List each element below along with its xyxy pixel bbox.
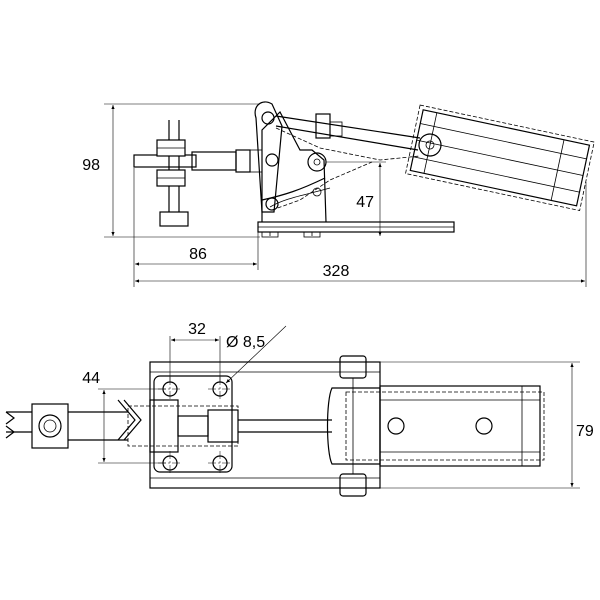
dimension-base-to-pivot: 47: [326, 161, 386, 236]
dimension-hole-spacing-y: 44: [82, 370, 166, 464]
cylinder-top: [326, 355, 545, 497]
dim-label-32: 32: [188, 321, 206, 338]
dim-label-hole-diameter: Ø 8,5: [226, 334, 265, 351]
top-view: 32 Ø 8,5 44 79: [5, 321, 594, 497]
pneumatic-cylinder: [405, 104, 595, 212]
dimension-height-total: 98: [82, 103, 260, 238]
dim-label-328: 328: [323, 263, 350, 280]
base-plate-top: [149, 361, 381, 489]
spindle-head-top: [5, 399, 142, 449]
clamp-arm: [191, 101, 283, 213]
dimension-length-total: 328: [135, 182, 587, 287]
dim-label-98: 98: [82, 157, 100, 174]
spindle: [133, 120, 197, 227]
mounting-plate: [153, 375, 233, 475]
dim-label-47: 47: [356, 194, 374, 211]
piston-rod: [271, 113, 421, 211]
dim-label-86: 86: [189, 246, 207, 263]
dimension-hole-spacing-x: 32: [169, 321, 221, 382]
dim-label-44: 44: [82, 370, 100, 387]
dimension-width-total: 79: [380, 361, 594, 489]
dimension-hole-diameter: Ø 8,5: [225, 325, 287, 384]
base-plate: [257, 221, 455, 238]
dim-label-79: 79: [576, 423, 594, 440]
clamp-body: [261, 110, 331, 223]
dimension-spindle-offset: 86: [133, 168, 259, 287]
arm-top: [127, 399, 332, 453]
side-view: 98 47 86 328: [82, 101, 595, 287]
